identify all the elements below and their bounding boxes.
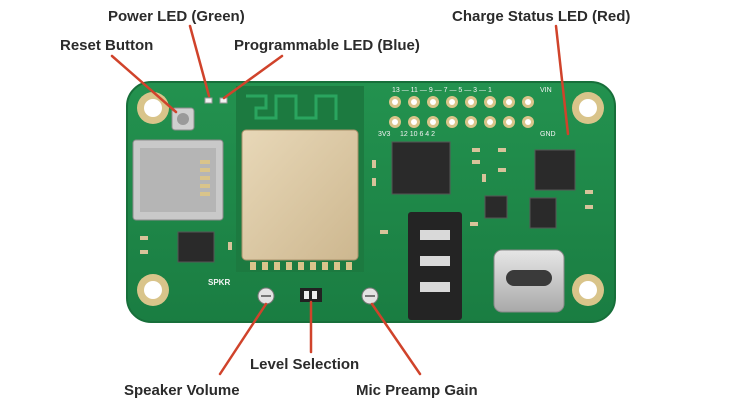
esp32-module	[236, 86, 364, 272]
usb-c-port	[493, 249, 565, 313]
regulator-chip	[529, 197, 557, 229]
mic-preamp-pot	[361, 287, 379, 305]
mounting-holes	[137, 92, 604, 306]
header-hole	[430, 99, 436, 105]
silk-spkr: SPKR	[208, 278, 230, 287]
header-hole	[392, 99, 398, 105]
small-chip	[484, 195, 508, 219]
callout-power-led	[188, 24, 211, 98]
silk-vin: VIN	[540, 87, 552, 94]
label-reset-button: Reset Button	[60, 37, 154, 54]
header-hole	[449, 119, 455, 125]
header-hole	[506, 99, 512, 105]
header-hole	[468, 119, 474, 125]
header-hole	[487, 119, 493, 125]
label-level-selection: Level Selection	[250, 356, 360, 373]
header-hole	[525, 119, 531, 125]
passive-components	[140, 148, 593, 254]
callout-charge-status-led	[554, 24, 570, 136]
reset-button-component	[171, 107, 195, 131]
label-power-led: Power LED (Green)	[108, 8, 245, 25]
silk-top-row: 13 — 11 — 9 — 7 — 5 — 3 — 1	[392, 87, 492, 94]
label-charge-status-led: Charge Status LED (Red)	[452, 8, 631, 25]
audio-jack	[408, 212, 462, 320]
amp-chip	[177, 231, 215, 263]
header-hole	[525, 99, 531, 105]
gpio-header-holes	[389, 96, 534, 128]
callout-mic-preamp-gain	[370, 302, 422, 376]
audio-codec-chip	[391, 141, 451, 195]
label-mic-preamp-gain: Mic Preamp Gain	[356, 382, 478, 399]
silk-3v3: 3V3	[378, 131, 391, 138]
label-speaker-volume: Speaker Volume	[124, 382, 240, 399]
header-hole	[468, 99, 474, 105]
charger-chip	[534, 149, 576, 191]
microsd-slot	[132, 139, 224, 221]
speaker-volume-pot	[257, 287, 275, 305]
header-hole	[487, 99, 493, 105]
silk-gnd: GND	[540, 131, 556, 138]
silk-bottom-row: 12 10 6 4 2	[400, 131, 435, 138]
header-hole	[430, 119, 436, 125]
callout-programmable-led	[222, 54, 284, 100]
power-led-component	[204, 97, 213, 104]
callout-reset-button	[110, 54, 178, 114]
header-hole	[392, 119, 398, 125]
level-selection-dip	[300, 288, 322, 302]
header-hole	[411, 99, 417, 105]
header-hole	[449, 99, 455, 105]
label-programmable-led: Programmable LED (Blue)	[234, 37, 420, 54]
header-hole	[411, 119, 417, 125]
header-hole	[506, 119, 512, 125]
callout-lines	[110, 24, 570, 376]
callout-speaker-volume	[218, 302, 268, 376]
